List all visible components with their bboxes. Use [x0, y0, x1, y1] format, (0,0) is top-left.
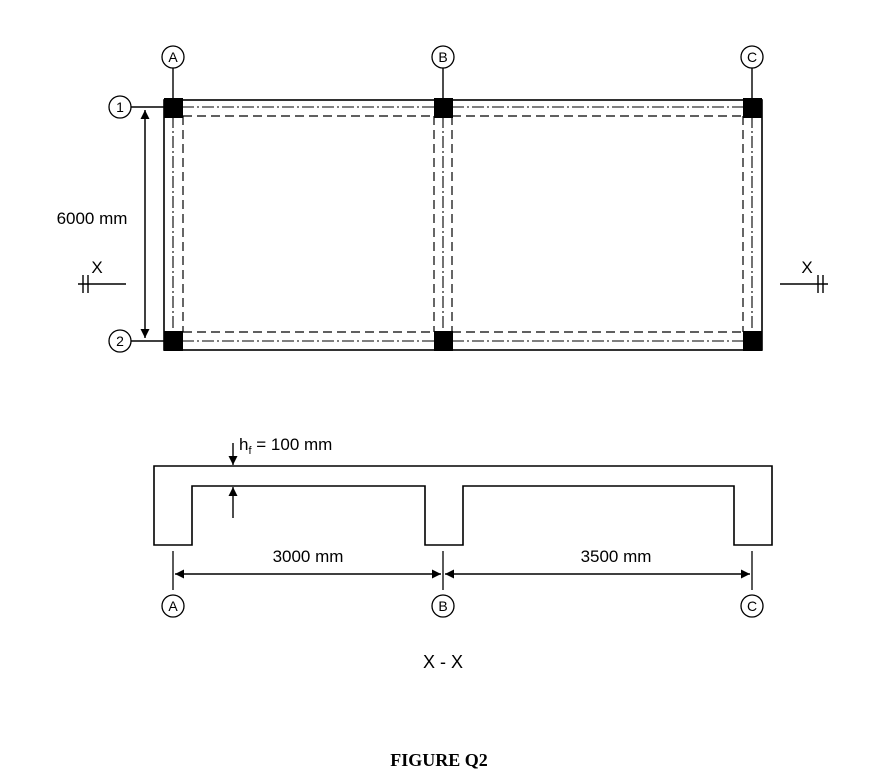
span-bc-label: 3500 mm: [581, 547, 652, 566]
grid-bubble-c: C: [740, 45, 764, 69]
grid-bubble-b: B: [431, 45, 455, 69]
flange-thickness-label: hf = 100 mm: [239, 435, 332, 457]
svg-text:C: C: [747, 598, 757, 614]
svg-text:X: X: [91, 258, 102, 277]
svg-text:A: A: [168, 49, 178, 65]
t-beam-section-profile: [153, 465, 773, 546]
grid-bubble-2: 2: [108, 329, 132, 353]
svg-text:2: 2: [116, 333, 124, 349]
beam-centerlines: [172, 106, 753, 342]
grid-bubble-1: 1: [108, 95, 132, 119]
section-marker-right: X: [780, 258, 828, 293]
section-marker-left: X: [78, 258, 126, 293]
section-bubble-b: B: [431, 594, 455, 618]
columns: [164, 98, 762, 351]
grid-bubble-a: A: [161, 45, 185, 69]
svg-text:1: 1: [116, 99, 124, 115]
section-title: X - X: [423, 652, 463, 672]
column-a1: [164, 98, 183, 118]
section-bubble-c: C: [740, 594, 764, 618]
svg-text:C: C: [747, 49, 757, 65]
column-c2: [743, 331, 762, 351]
column-b2: [434, 331, 453, 351]
column-b1: [434, 98, 453, 118]
svg-text:B: B: [438, 49, 447, 65]
beam-edges-horizontal: [183, 115, 743, 333]
column-c1: [743, 98, 762, 118]
svg-text:B: B: [438, 598, 447, 614]
dimension-6000-label: 6000 mm: [57, 209, 128, 228]
plan-view: A B C 1 2 6000 mm X: [57, 45, 828, 353]
section-view: hf = 100 mm 3000 mm 3500 mm A B C X - X: [153, 435, 773, 672]
svg-text:X: X: [801, 258, 812, 277]
figure-caption: FIGURE Q2: [390, 750, 488, 770]
span-ab-label: 3000 mm: [273, 547, 344, 566]
column-a2: [164, 331, 183, 351]
svg-text:A: A: [168, 598, 178, 614]
beam-edges-vertical: [182, 116, 744, 332]
section-bubble-a: A: [161, 594, 185, 618]
slab-outline: [163, 99, 763, 351]
